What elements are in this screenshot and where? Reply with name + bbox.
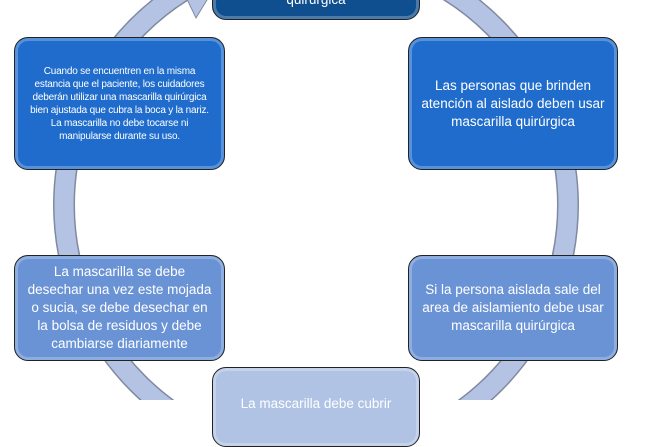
node-left-lower-text: La mascarilla se debe desechar una vez e… <box>27 264 212 351</box>
node-left-upper: Cuando se encuentren en la misma estanci… <box>14 37 225 170</box>
arrowhead-icon <box>186 0 208 20</box>
node-top-text: quirúrgica <box>286 0 345 9</box>
node-right-upper: Las personas que brinden atención al ais… <box>408 37 618 170</box>
node-top: quirúrgica <box>212 0 420 20</box>
node-bottom-text: La mascarilla debe cubrir <box>240 396 392 411</box>
node-left-lower: La mascarilla se debe desechar una vez e… <box>14 255 225 361</box>
node-right-upper-text: Las personas que brinden atención al ais… <box>421 77 605 129</box>
node-left-upper-text: Cuando se encuentren en la misma estanci… <box>30 65 209 142</box>
node-right-lower-text: Si la persona aislada sale del area de a… <box>422 282 604 333</box>
node-right-lower: Si la persona aislada sale del area de a… <box>408 255 618 361</box>
node-bottom: La mascarilla debe cubrir <box>212 367 420 447</box>
cycle-ring <box>53 0 579 400</box>
